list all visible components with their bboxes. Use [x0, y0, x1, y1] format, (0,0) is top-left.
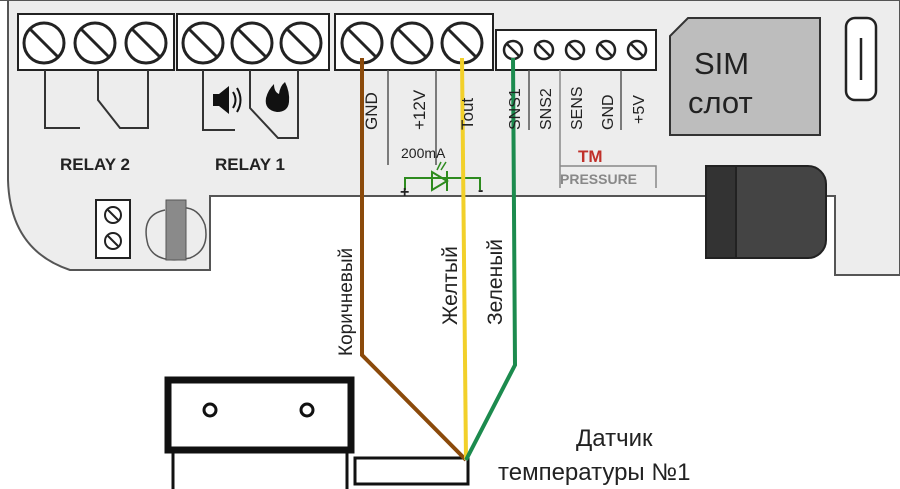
screw-terminal	[230, 21, 274, 65]
wire-label-yellow: Желтый	[439, 246, 462, 325]
relay2-contact-symbol	[44, 70, 149, 129]
terminal-label-gnd2: GND	[600, 94, 617, 130]
relay1-contact-symbol	[202, 70, 299, 139]
terminal-label-sns1: SNS1	[507, 88, 524, 130]
screw-terminal-12v	[390, 21, 434, 65]
wire-green	[464, 57, 518, 461]
speaker-icon	[213, 86, 242, 114]
relay1-label: RELAY 1	[215, 155, 285, 174]
terminal-label-12v: +12V	[410, 89, 429, 130]
terminal-label-tout: Tout	[458, 98, 477, 130]
wire-brown	[360, 58, 468, 462]
tm-label: TM	[578, 147, 603, 166]
terminal-label-sens: SENS	[569, 86, 586, 130]
pressure-bracket	[560, 165, 657, 188]
sensor-label-line1: Датчик	[576, 425, 653, 452]
sim-slot	[669, 17, 821, 136]
sim-label-line1: SIM	[694, 46, 749, 81]
screw-terminal	[279, 21, 323, 65]
sensor-probe	[353, 456, 470, 486]
screw-terminal	[73, 21, 117, 65]
power-jack-front	[705, 165, 737, 259]
sim-label-line2: слот	[688, 85, 753, 120]
terminal-label-5v: +5V	[631, 95, 648, 124]
led-current-label: 200mA	[401, 145, 446, 161]
terminal-block-relay1	[176, 13, 330, 71]
screw-terminal	[181, 21, 225, 65]
wire-label-brown: Коричневый	[336, 248, 357, 356]
temperature-sensor	[164, 376, 470, 489]
terminal-block-power	[334, 13, 494, 71]
wire-label-green: Зеленый	[484, 239, 507, 325]
wire-yellow	[460, 57, 468, 461]
screw-terminal	[22, 21, 66, 65]
fire-icon	[265, 82, 290, 112]
reed-switch-component	[145, 199, 207, 261]
terminal-block-sensors	[495, 29, 657, 71]
screw-terminal	[124, 21, 168, 65]
screw-terminal-sns2	[533, 39, 555, 61]
led-symbol	[404, 161, 481, 192]
pressure-label: PRESSURE	[560, 171, 637, 187]
relay2-label: RELAY 2	[60, 155, 130, 174]
terminal-label-sns2: SNS2	[538, 88, 555, 130]
screw-terminal-5v	[626, 39, 648, 61]
screw-terminal-sens	[564, 39, 586, 61]
terminal-label-gnd: GND	[362, 92, 381, 130]
led-minus-label: -	[478, 182, 483, 199]
led-plus-label: +	[400, 184, 409, 201]
mini-terminal-block	[95, 199, 131, 259]
screw-terminal-gnd2	[595, 39, 617, 61]
terminal-block-relay2	[17, 13, 175, 71]
sensor-label-line2: температуры №1	[498, 459, 690, 486]
